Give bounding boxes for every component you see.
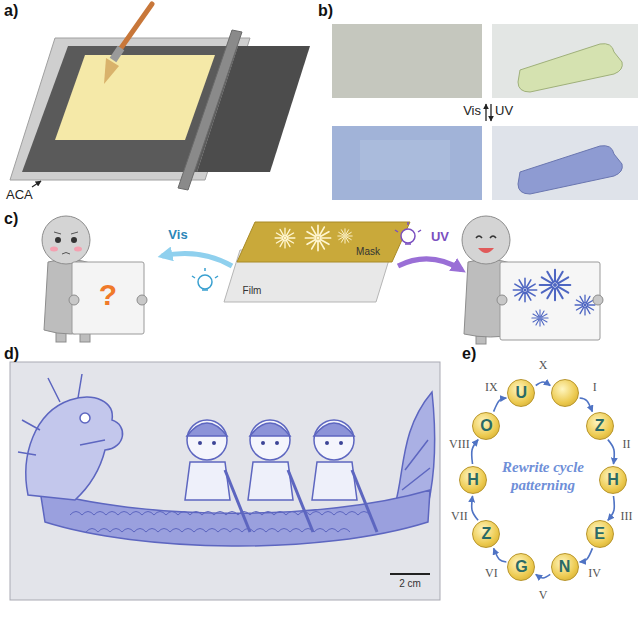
cycle-arrow — [472, 496, 479, 520]
light-label: UV — [495, 104, 513, 119]
pattern-letter: Z — [481, 526, 491, 542]
step-numeral: X — [539, 359, 548, 371]
pattern-letter: H — [607, 472, 619, 488]
mask-and-film — [224, 222, 410, 302]
pattern-letter: U — [516, 385, 528, 401]
pattern-letter: E — [594, 526, 605, 542]
cycle-arrow — [494, 398, 507, 412]
part-label: ACA — [6, 188, 33, 203]
pattern-disk: N — [551, 553, 579, 581]
pattern-disk: U — [507, 379, 535, 407]
scale-label: 2 cm — [399, 578, 421, 590]
pattern-letter: H — [467, 472, 479, 488]
pattern-disk: H — [599, 466, 627, 494]
panel-letter: b) — [318, 2, 333, 20]
step-numeral: IX — [485, 381, 498, 393]
cycle-title: Rewrite cycle patterning — [491, 458, 595, 494]
pattern-letter: O — [480, 418, 492, 434]
pattern-letter: G — [515, 559, 527, 575]
step-numeral: VIII — [449, 438, 470, 450]
light-label: Vis — [168, 228, 187, 243]
part-label: Film — [243, 285, 262, 297]
step-numeral: VI — [485, 567, 498, 579]
cycle-arrow — [494, 548, 507, 562]
light-label: Vis — [463, 104, 481, 119]
step-numeral: V — [539, 589, 548, 601]
cycle-arrow — [536, 382, 550, 386]
confused-figure — [42, 216, 147, 342]
cycle-arrow — [580, 398, 593, 412]
cycle-arrow — [580, 548, 593, 562]
panel-letter: d) — [4, 345, 19, 363]
pattern-disk: H — [459, 466, 487, 494]
part-label: Mask — [356, 246, 380, 258]
step-numeral: III — [621, 510, 633, 522]
pattern-letter: N — [559, 559, 571, 575]
panel-letter: e) — [462, 345, 476, 363]
cycle-arrow — [536, 574, 550, 578]
step-numeral: I — [593, 381, 597, 393]
pattern-disk: Z — [472, 520, 500, 548]
coating-setup — [10, 4, 310, 190]
step-numeral: VII — [451, 510, 468, 522]
pattern-letter: Z — [595, 418, 605, 434]
panel-letter: c) — [4, 210, 18, 228]
cycle-arrow — [608, 440, 615, 464]
happy-figure — [462, 216, 603, 344]
panel-letter: a) — [4, 2, 18, 20]
pattern-disk — [551, 379, 579, 407]
cycle-arrow — [472, 440, 479, 464]
cycle-arrow — [608, 496, 615, 520]
dragon-boat-pattern — [10, 362, 440, 600]
pattern-disk: E — [586, 520, 614, 548]
pattern-disk: O — [472, 412, 500, 440]
light-arrows — [162, 222, 462, 290]
pattern-disk: Z — [586, 412, 614, 440]
sample-photos — [332, 24, 638, 200]
step-numeral: II — [623, 438, 631, 450]
pattern-disk: G — [507, 553, 535, 581]
light-label: UV — [431, 230, 449, 245]
step-numeral: IV — [588, 567, 601, 579]
question-mark: ? — [99, 278, 117, 313]
